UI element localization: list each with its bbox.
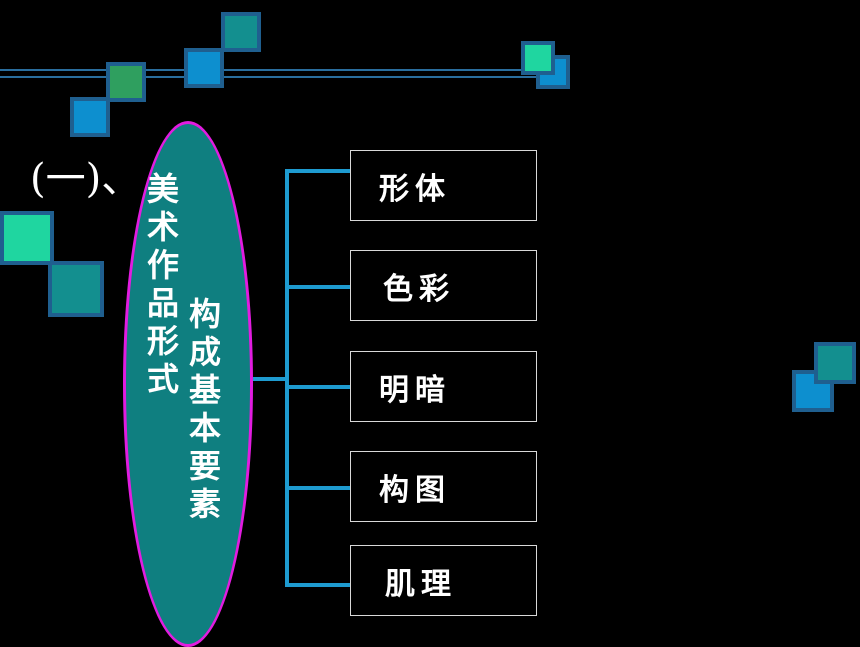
decorative-square (0, 211, 54, 265)
connector-branch-3 (285, 385, 350, 389)
connector-branch-5 (285, 583, 350, 587)
connector-branch-2 (285, 285, 350, 289)
decorative-line-top (0, 69, 560, 71)
element-box-color: 色彩 (350, 250, 537, 321)
element-box-light-dark: 明暗 (350, 351, 537, 422)
decorative-square (814, 342, 856, 384)
decorative-square (106, 62, 146, 102)
connector-branch-4 (285, 486, 350, 490)
connector-stem (253, 377, 287, 381)
decorative-line-bottom (0, 76, 560, 78)
element-box-form: 形体 (350, 150, 537, 221)
decorative-square (70, 97, 110, 137)
connector-spine (285, 169, 289, 587)
ellipse-text-column-2: 构成基本要素 (188, 295, 221, 523)
element-box-composition: 构图 (350, 451, 537, 522)
decorative-square (221, 12, 261, 52)
ellipse-text-column-1: 美术作品形式 (146, 170, 179, 398)
decorative-square (184, 48, 224, 88)
section-heading: (一)、 (30, 156, 142, 202)
decorative-square (521, 41, 555, 75)
connector-branch-1 (285, 169, 350, 173)
decorative-square (48, 261, 104, 317)
element-box-texture: 肌理 (350, 545, 537, 616)
